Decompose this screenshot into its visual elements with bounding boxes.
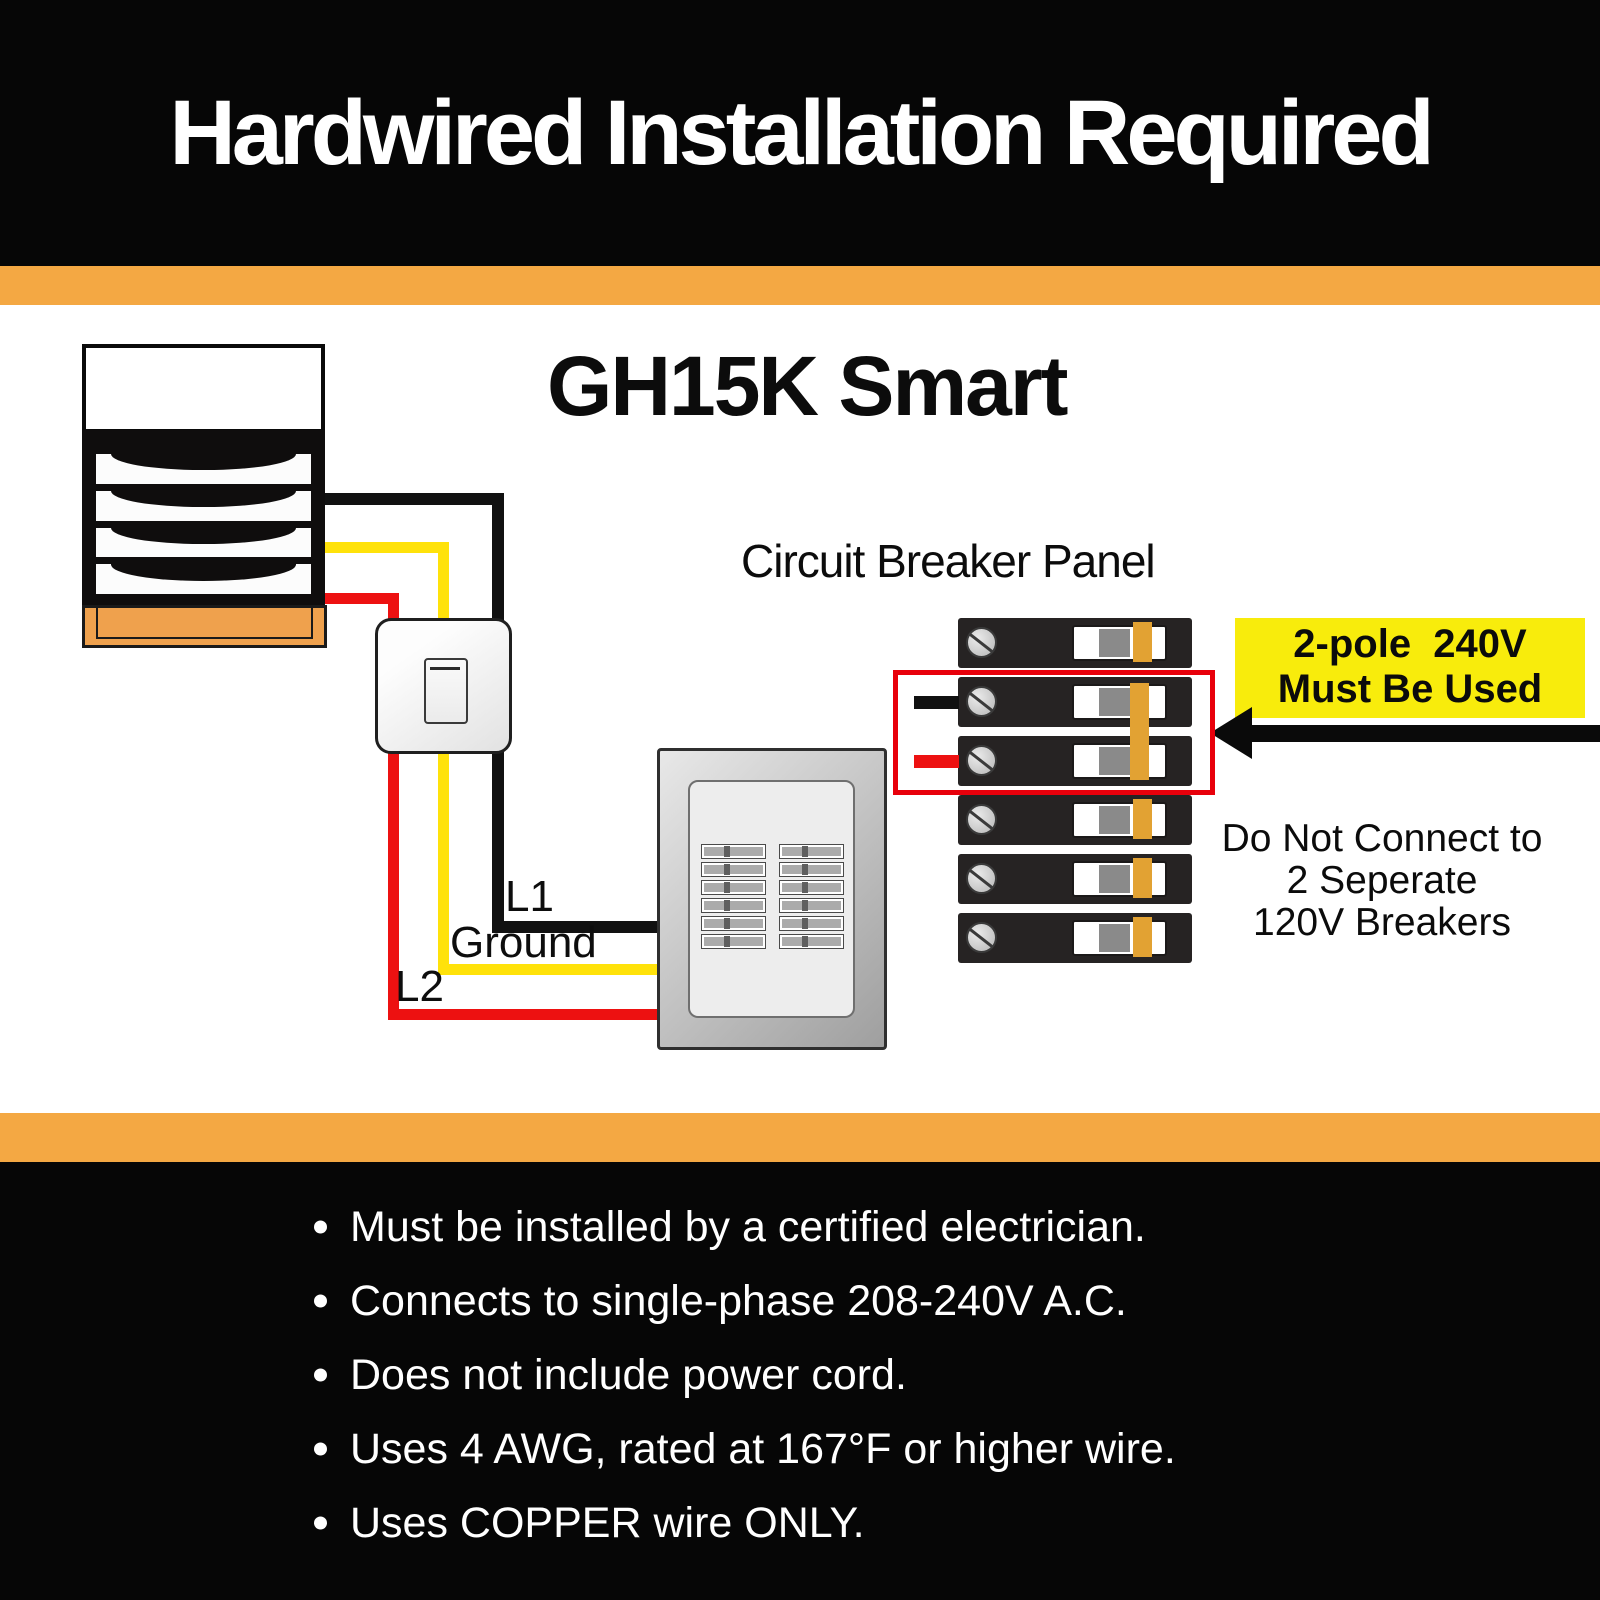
panel-breaker-row	[779, 844, 844, 859]
wire-red-top	[310, 593, 399, 604]
breaker-toggle	[1072, 858, 1167, 898]
breaker	[958, 618, 1192, 668]
screw-icon	[966, 863, 997, 894]
screw-icon	[966, 804, 997, 835]
bullet-item: Connects to single-phase 208-240V A.C.	[312, 1264, 1176, 1338]
accent-stripe-top	[0, 266, 1600, 305]
warning-line2: 2 Seperate	[1286, 859, 1478, 902]
switch-rocker-icon	[424, 658, 468, 724]
wire-red-l2-run	[388, 1009, 657, 1020]
warning-line3: 120V Breakers	[1253, 901, 1511, 944]
accent-stripe-bottom	[0, 1113, 1600, 1162]
wire-label-ground: Ground	[450, 918, 597, 967]
panel-breaker-row	[701, 898, 766, 913]
wire-red-vertical	[388, 593, 399, 1020]
wire-black-l1-run	[492, 921, 657, 933]
panel-breaker-row	[701, 862, 766, 877]
header-bar: Hardwired Installation Required	[0, 0, 1600, 266]
panel-breaker-row	[701, 844, 766, 859]
breaker-handle-tie	[1130, 683, 1149, 780]
panel-breaker-rows	[701, 844, 844, 949]
wire-yellow-top	[312, 542, 448, 553]
arrow-left-icon	[1210, 707, 1252, 759]
panel-breaker-row	[779, 862, 844, 877]
wire-yellow-vertical	[438, 542, 449, 975]
breaker	[958, 795, 1192, 845]
bullet-list: Must be installed by a certified electri…	[312, 1190, 1176, 1560]
panel-breaker-row	[701, 880, 766, 895]
breaker-toggle	[1072, 743, 1167, 779]
louver-slat	[96, 564, 311, 594]
panel-breaker-row	[701, 934, 766, 949]
two-pole-breaker-group	[958, 677, 1192, 786]
bullet-item: Uses 4 AWG, rated at 167°F or higher wir…	[312, 1412, 1176, 1486]
breaker-toggle	[1072, 799, 1167, 839]
panel-breaker-row	[779, 934, 844, 949]
louver-slat	[96, 527, 311, 558]
breaker-toggle	[1072, 622, 1167, 662]
product-title: GH15K Smart	[547, 339, 1069, 433]
page-title: Hardwired Installation Required	[169, 81, 1434, 184]
louver-slat	[96, 454, 311, 484]
wire-stub-black	[914, 696, 959, 709]
callout-box: 2-pole 240V Must Be Used	[1235, 618, 1585, 718]
two-pole-highlight-box	[893, 670, 1215, 795]
screw-icon	[966, 745, 997, 776]
breaker	[958, 854, 1192, 904]
wire-yellow-ground-run	[438, 964, 657, 975]
warning-text: Do Not Connect to 2 Seperate 120V Breake…	[1182, 818, 1582, 944]
power-switch	[375, 618, 512, 754]
circuit-breaker-panel-label: Circuit Breaker Panel	[741, 535, 1156, 587]
wire-black-top	[312, 493, 504, 505]
wire-stub-red	[914, 755, 959, 768]
panel-breaker-row	[779, 880, 844, 895]
wire-label-l1: L1	[505, 872, 554, 921]
bullet-item: Must be installed by a certified electri…	[312, 1190, 1176, 1264]
wire-label-l2: L2	[395, 962, 444, 1011]
circuit-breaker-stack	[958, 618, 1192, 963]
panel-breaker-row	[701, 916, 766, 931]
screw-icon	[966, 627, 997, 658]
pointer-arrow-shaft	[1248, 725, 1600, 742]
breaker-toggle	[1072, 684, 1167, 720]
footer-bar: Must be installed by a certified electri…	[0, 1162, 1600, 1600]
warning-line1: Do Not Connect to	[1221, 817, 1543, 860]
breaker	[958, 913, 1192, 963]
louver-slat	[96, 490, 311, 521]
heater-top-panel	[82, 344, 325, 433]
breaker-toggle	[1072, 917, 1167, 957]
disconnect-panel	[657, 748, 887, 1050]
screw-icon	[966, 686, 997, 717]
heater-unit-icon	[82, 430, 325, 606]
screw-icon	[966, 922, 997, 953]
panel-breaker-row	[779, 916, 844, 931]
heater-base	[82, 605, 327, 648]
callout-line1: 2-pole 240V	[1293, 622, 1527, 666]
breaker	[958, 736, 1192, 786]
bullet-item: Uses COPPER wire ONLY.	[312, 1486, 1176, 1560]
bullet-item: Does not include power cord.	[312, 1338, 1176, 1412]
panel-breaker-row	[779, 898, 844, 913]
disconnect-panel-face	[688, 780, 855, 1018]
breaker	[958, 677, 1192, 727]
callout-line2: Must Be Used	[1277, 667, 1543, 711]
